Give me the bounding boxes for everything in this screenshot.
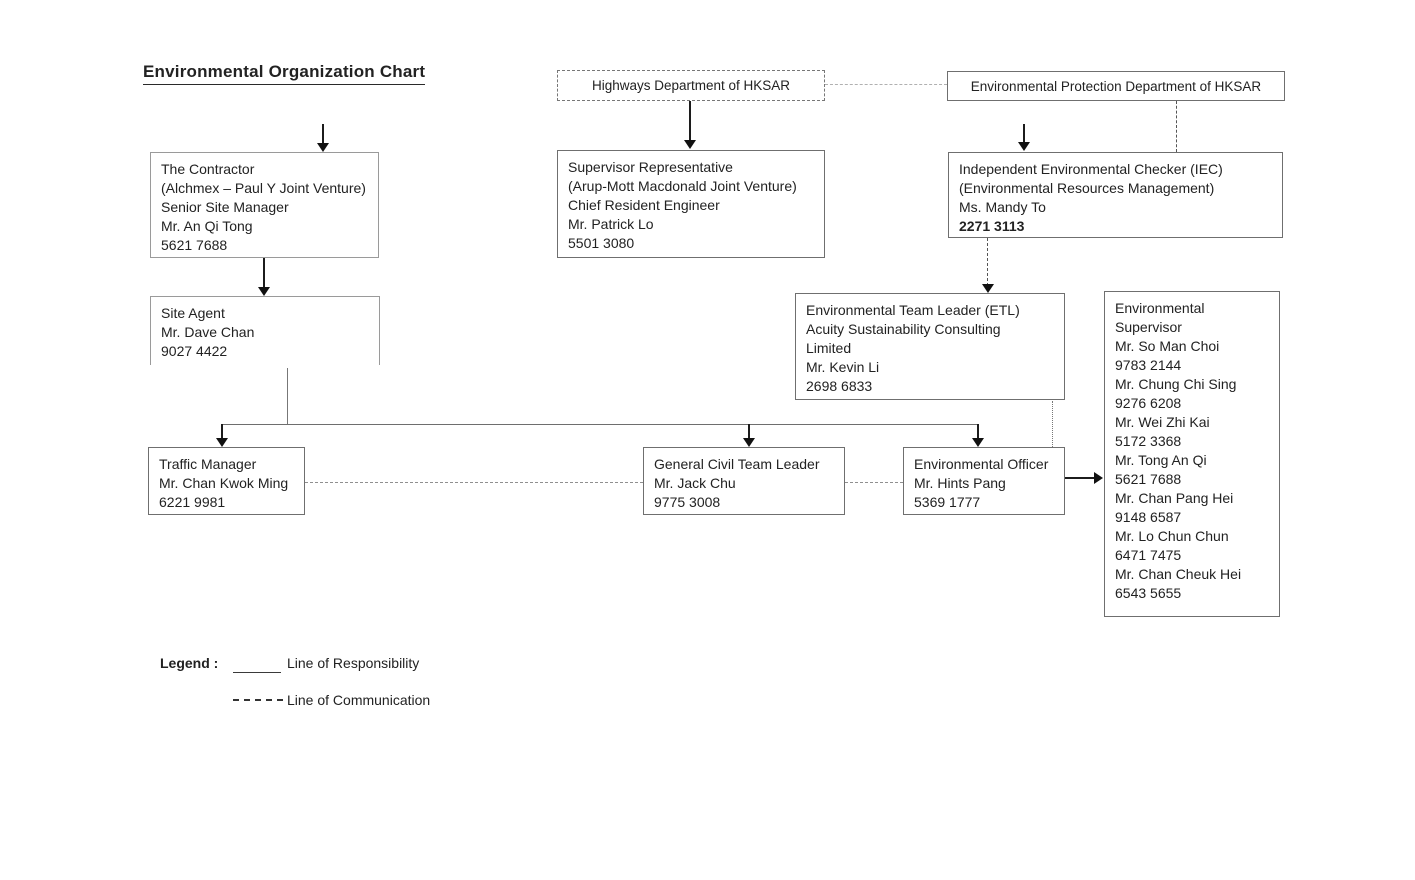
box-line: 2271 3113 (959, 218, 1025, 234)
node-environmental-protection-department: Environmental Protection Department of H… (947, 71, 1285, 101)
box-line: Ms. Mandy To (959, 199, 1046, 215)
arrowhead-officer-supervisor (1094, 472, 1103, 484)
box-line: 9775 3008 (654, 494, 721, 510)
box-line: The Contractor (161, 161, 255, 177)
box-line: 6543 5655 (1115, 585, 1182, 601)
legend-solid-line-sample (233, 672, 281, 673)
box-line: Environmental Protection Department of H… (970, 78, 1262, 94)
box-line: Chief Resident Engineer (568, 197, 720, 213)
node-supervisor-representative: Supervisor Representative (Arup-Mott Macd… (557, 150, 825, 258)
box-line: 5369 1777 (914, 494, 981, 510)
box-line: Environmental Officer (914, 456, 1049, 472)
arrowhead-contractor-siteagent (258, 287, 270, 296)
arrowhead-bus-officer (972, 438, 984, 447)
box-line: Site Agent (161, 305, 225, 321)
page-title: Environmental Organization Chart (143, 62, 426, 85)
box-line: 9148 6587 (1115, 509, 1182, 525)
connector-highways-epd-dashed (825, 84, 947, 85)
box-line: Traffic Manager (159, 456, 257, 472)
box-line: 5501 3080 (568, 235, 635, 251)
box-line: 5172 3368 (1115, 433, 1182, 449)
box-line: Mr. Chan Pang Hei (1115, 490, 1234, 506)
box-line: 5621 7688 (1115, 471, 1182, 487)
box-line: Environmental (1115, 300, 1205, 316)
box-line: Mr. Chan Cheuk Hei (1115, 566, 1242, 582)
box-line: Mr. So Man Choi (1115, 338, 1220, 354)
connector-siteagent-drop (287, 368, 288, 424)
box-line: Mr. Jack Chu (654, 475, 736, 491)
connector-officer-supervisor (1065, 477, 1095, 479)
box-line: (Arup-Mott Macdonald Joint Venture) (568, 178, 797, 194)
box-line: Mr. Dave Chan (161, 324, 255, 340)
box-line: Mr. Hints Pang (914, 475, 1006, 491)
legend-responsibility-label: Line of Responsibility (287, 655, 420, 671)
box-line: Mr. Chan Kwok Ming (159, 475, 289, 491)
box-line: 6221 9981 (159, 494, 226, 510)
connector-into-iec (1023, 124, 1025, 143)
node-independent-environmental-checker: Independent Environmental Checker (IEC) (… (948, 152, 1283, 238)
legend-dashed-line-sample (233, 699, 283, 701)
node-contractor: The Contractor (Alchmex – Paul Y Joint Ve… (150, 152, 379, 258)
legend-heading: Legend : (160, 655, 219, 671)
connector-bus-civil (748, 424, 750, 440)
box-line: Independent Environmental Checker (IEC) (959, 161, 1223, 177)
connector-bus-traffic (221, 424, 223, 440)
connector-iec-etl-dashed (987, 238, 988, 286)
connector-epd-iec-dashed (1176, 101, 1177, 152)
arrowhead-bus-traffic (216, 438, 228, 447)
connector-contractor-siteagent (263, 258, 265, 288)
box-line: 9783 2144 (1115, 357, 1182, 373)
box-line: Mr. Kevin Li (806, 359, 880, 375)
box-line: Mr. Patrick Lo (568, 216, 654, 232)
box-line: Mr. Chung Chi Sing (1115, 376, 1237, 392)
arrowhead-highways-supervisor (684, 140, 696, 149)
connector-etl-officer-dotted (1052, 401, 1053, 447)
box-line: General Civil Team Leader (654, 456, 820, 472)
box-line: Acuity Sustainability Consulting (806, 321, 1001, 337)
box-line: Mr. An Qi Tong (161, 218, 253, 234)
box-line: Limited (806, 340, 852, 356)
connector-into-contractor (322, 124, 324, 145)
box-line: 9276 6208 (1115, 395, 1182, 411)
box-line: Senior Site Manager (161, 199, 289, 215)
box-line: 2698 6833 (806, 378, 873, 394)
legend-communication-label: Line of Communication (287, 692, 431, 708)
box-line: Mr. Lo Chun Chun (1115, 528, 1229, 544)
node-environmental-team-leader: Environmental Team Leader (ETL) Acuity Su… (795, 293, 1065, 400)
connector-traffic-civil-dashed (305, 482, 643, 483)
connector-horizontal-bus (222, 424, 978, 425)
arrowhead-into-iec (1018, 142, 1030, 151)
box-line: Highways Department of HKSAR (591, 78, 791, 93)
box-line: Supervisor (1115, 319, 1182, 335)
box-line: Supervisor Representative (568, 159, 733, 175)
box-line: 9027 4422 (161, 343, 228, 359)
connector-highways-supervisor (689, 101, 691, 141)
box-line: (Alchmex – Paul Y Joint Venture) (161, 180, 366, 196)
box-line: Mr. Tong An Qi (1115, 452, 1207, 468)
node-highways-department: Highways Department of HKSAR (557, 70, 825, 101)
connector-bus-officer (977, 424, 979, 440)
arrowhead-bus-civil (743, 438, 755, 447)
box-line: 6471 7475 (1115, 547, 1182, 563)
box-line: (Environmental Resources Management) (959, 180, 1215, 196)
box-line: Mr. Wei Zhi Kai (1115, 414, 1210, 430)
arrowhead-into-contractor (317, 143, 329, 152)
box-line: 5621 7688 (161, 237, 228, 253)
arrowhead-iec-etl (982, 284, 994, 293)
box-line: Environmental Team Leader (ETL) (806, 302, 1020, 318)
connector-civil-officer-dashed (845, 482, 903, 483)
